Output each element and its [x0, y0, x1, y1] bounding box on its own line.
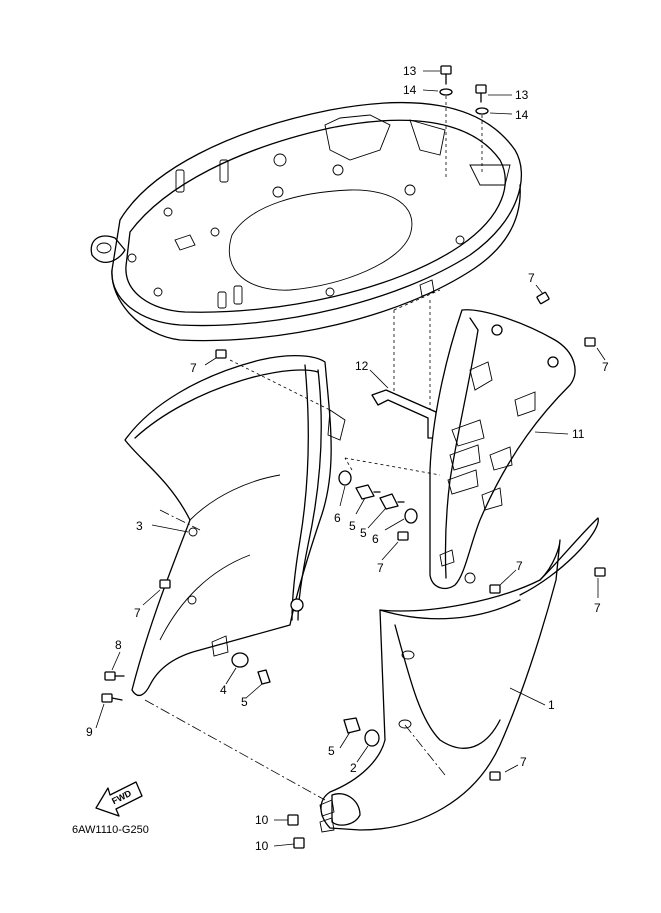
screw-5-middle [367, 493, 405, 529]
callout-7-e: 7 [134, 606, 141, 620]
bolt-7-f [489, 569, 517, 594]
callout-10-lower: 10 [255, 839, 269, 853]
screw-5-lower-left [245, 669, 271, 699]
clip-10-lower [273, 837, 305, 849]
bracket-12 [369, 289, 441, 439]
callout-3: 3 [136, 519, 143, 533]
callout-7-c: 7 [190, 361, 197, 375]
clip-10-upper [274, 814, 299, 826]
callout-7-a: 7 [528, 271, 535, 285]
bolt-7-c [204, 349, 227, 366]
callout-13-right: 13 [515, 88, 529, 102]
callout-10-upper: 10 [255, 813, 269, 827]
callout-2: 2 [350, 761, 357, 775]
callout-7-g: 7 [594, 601, 601, 615]
callout-7-d: 7 [377, 561, 384, 575]
bolt-8 [104, 651, 125, 681]
callout-12: 12 [355, 359, 369, 373]
callout-7-h: 7 [520, 755, 527, 769]
callout-1: 1 [548, 698, 555, 712]
washer-14-left [422, 88, 453, 96]
callout-14-right: 14 [515, 108, 529, 122]
side-cover-right [429, 309, 576, 589]
callout-5-lower-left: 5 [241, 695, 248, 709]
callout-5-middle: 5 [360, 526, 367, 540]
grommet-4 [225, 652, 249, 685]
callout-11: 11 [572, 427, 585, 441]
bolt-7-h [489, 764, 519, 781]
bolt-9 [95, 693, 123, 729]
callout-9: 9 [86, 725, 93, 739]
washer-14-right [475, 107, 513, 115]
callout-6-upper: 6 [334, 511, 341, 525]
fwd-direction-icon: FWD [95, 781, 143, 817]
bolt-7-a [535, 284, 550, 305]
bottom-cowling [319, 517, 599, 833]
side-cover-left [124, 354, 346, 697]
callout-8: 8 [115, 638, 122, 652]
screw-5-bottom [339, 717, 361, 749]
callout-labels: 13 14 13 14 7 7 7 12 11 3 6 5 5 6 7 7 7 … [86, 64, 609, 853]
screw-5-upper [355, 484, 381, 515]
bolt-13-left [423, 65, 452, 85]
callout-14-left: 14 [403, 83, 417, 97]
bolt-7-d [381, 531, 409, 561]
grommet-6-lower [384, 508, 418, 531]
grommet-6-upper [338, 470, 352, 507]
callout-4: 4 [220, 683, 227, 697]
bolt-7-b [584, 337, 606, 361]
top-cowling [90, 101, 522, 342]
callout-7-b: 7 [602, 360, 609, 374]
bolt-7-e [142, 579, 171, 606]
callout-13-left: 13 [403, 64, 417, 78]
callout-5-upper: 5 [349, 519, 356, 533]
callout-5-bottom: 5 [328, 744, 335, 758]
bolt-7-g [594, 567, 606, 598]
callout-6-lower: 6 [372, 532, 379, 546]
callout-7-f: 7 [516, 559, 523, 573]
diagram-code: 6AW1110-G250 [72, 824, 149, 836]
grommet-2 [356, 729, 380, 763]
bolt-13-right [475, 84, 512, 103]
